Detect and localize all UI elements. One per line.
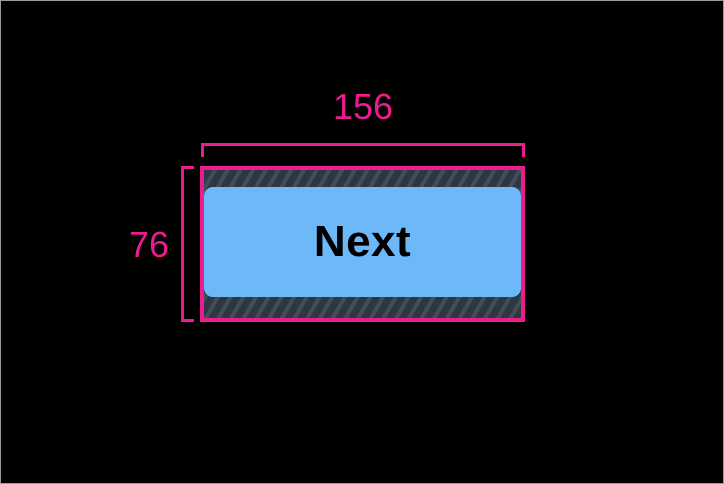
width-measurement-bracket — [201, 143, 525, 157]
width-measurement-label: 156 — [332, 86, 394, 127]
height-measurement-bracket — [181, 166, 194, 322]
measured-element-outline[interactable]: Next — [200, 166, 525, 322]
height-measurement-label: 76 — [128, 224, 169, 265]
next-button-label: Next — [313, 217, 412, 266]
next-button[interactable]: Next — [204, 187, 521, 297]
